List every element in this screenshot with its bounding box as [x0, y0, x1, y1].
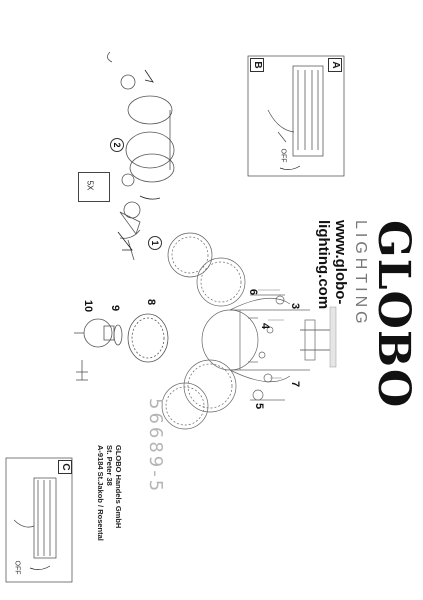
inset-ab: A B OFF — [248, 56, 344, 176]
inset-b-switch-label: OFF — [279, 148, 287, 163]
step-9-label: 9 — [109, 304, 122, 312]
inset-b-letter: B — [250, 58, 264, 72]
step-2-label: 2 — [110, 138, 124, 152]
brand-block: GLOBO LIGHTING www.globo-lighting.com — [315, 220, 419, 409]
step-3-label: 3 — [289, 302, 302, 310]
ceiling-mount-bar — [329, 306, 337, 368]
inset-c-switch-label: OFF — [13, 560, 21, 575]
step-8-label: 8 — [145, 298, 158, 306]
globe-outline — [129, 153, 175, 183]
brand-url: www.globo-lighting.com — [315, 220, 349, 310]
step-10-label: 10 — [82, 299, 95, 313]
quantity-box: 5X — [78, 172, 110, 202]
step-4-label: 4 — [259, 322, 272, 330]
brand-logo: GLOBO — [368, 220, 419, 409]
company-city: A-9184 St.Jakob / Rosental — [96, 445, 105, 541]
inset-c: C OFF — [6, 458, 72, 582]
model-number: 56689-5 — [145, 398, 166, 495]
company-street: St. Peter 38 — [105, 445, 114, 486]
brand-subtitle: LIGHTING — [352, 220, 369, 328]
step-7-label: 7 — [289, 380, 302, 388]
inset-c-letter: C — [58, 460, 72, 474]
step-1-label: 1 — [148, 236, 162, 250]
quantity-label: 5X — [85, 180, 95, 191]
inset-a-letter: A — [328, 58, 342, 72]
step-6-label: 6 — [247, 288, 260, 296]
step-5-label: 5 — [253, 402, 266, 410]
company-name: GLOBO Handels GmbH — [114, 445, 123, 529]
globe-outline — [125, 131, 175, 169]
globe-outline — [127, 95, 173, 125]
company-address: GLOBO Handels GmbH St. Peter 38 A-9184 S… — [83, 445, 123, 595]
